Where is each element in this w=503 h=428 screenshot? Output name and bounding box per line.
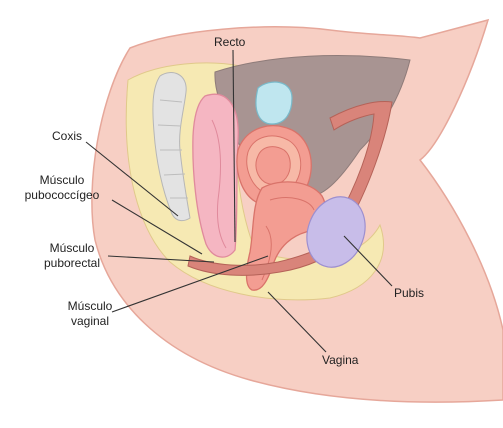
bladder	[256, 82, 292, 124]
label-vaginal-muscle-line1: Músculo	[68, 299, 113, 313]
uterus-inner	[256, 147, 290, 185]
label-pubis: Pubis	[394, 286, 424, 300]
label-puborectal-line2: puborectal	[44, 256, 100, 270]
label-vaginal-muscle-line2: vaginal	[71, 314, 109, 328]
label-coxis: Coxis	[52, 129, 82, 143]
label-recto: Recto	[214, 35, 246, 49]
label-puborectal-line1: Músculo	[50, 241, 95, 255]
label-pubococcigeo-line2: pubococcígeo	[25, 188, 100, 202]
label-pubococcigeo-line1: Músculo	[40, 173, 85, 187]
label-vagina: Vagina	[322, 353, 359, 367]
